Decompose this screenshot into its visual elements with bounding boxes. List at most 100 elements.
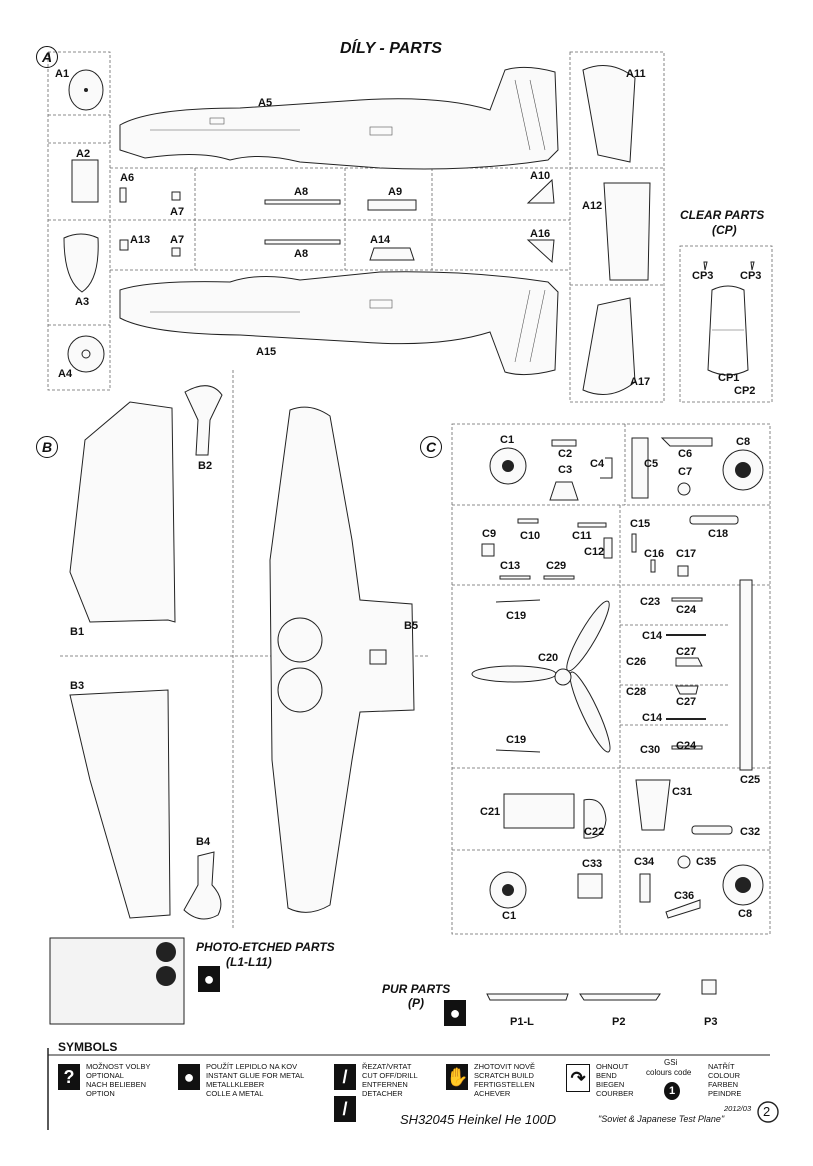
label-c6: C6 (678, 448, 693, 460)
page-number: 2 (763, 1104, 771, 1119)
label-cp3-left: CP3 (692, 270, 714, 282)
gsi-label: GSi (664, 1058, 678, 1067)
part-c20 (471, 600, 611, 753)
part-c25 (739, 579, 753, 771)
part-c31 (635, 779, 671, 831)
part-c34 (639, 873, 651, 903)
label-c21: C21 (480, 806, 501, 818)
part-c19-top (495, 599, 541, 603)
part-c27-top (675, 657, 703, 667)
part-a7-bottom (171, 247, 181, 257)
part-c16 (650, 559, 656, 573)
label-c24-bottom: C24 (676, 740, 697, 752)
label-p1: P1-L (510, 1016, 534, 1028)
label-a12: A12 (582, 200, 603, 212)
label-p2: P2 (612, 1016, 626, 1028)
label-a5: A5 (258, 97, 273, 109)
pur-part-p2 (579, 993, 661, 1001)
hand-icon: ✋ (446, 1064, 468, 1090)
label-c1-top: C1 (500, 434, 515, 446)
bend-icon: ↷ (566, 1064, 590, 1092)
label-c30: C30 (640, 744, 661, 756)
label-a3: A3 (75, 296, 90, 308)
label-a8-bottom: A8 (294, 248, 309, 260)
label-b3: B3 (70, 680, 85, 692)
label-a15: A15 (256, 346, 277, 358)
label-c32: C32 (740, 826, 761, 838)
part-a16 (526, 239, 555, 264)
label-c3: C3 (558, 464, 573, 476)
part-c9 (481, 543, 495, 557)
sprue-b-marker: B (36, 436, 58, 458)
label-a17: A17 (630, 376, 651, 388)
label-c7: C7 (678, 466, 693, 478)
part-a3 (63, 233, 99, 293)
part-c33 (577, 873, 603, 899)
label-c27-bottom: C27 (676, 696, 697, 708)
label-p3: P3 (704, 1016, 718, 1028)
label-a13: A13 (130, 234, 151, 246)
label-a11: A11 (626, 68, 646, 80)
label-a4: A4 (58, 368, 73, 380)
label-a14: A14 (370, 234, 391, 246)
label-cp2: CP2 (734, 385, 756, 397)
photo-etched-subtitle: (L1-L11) (226, 955, 272, 969)
symbol-glue-text: POUŽÍT LEPIDLO NA KOV INSTANT GLUE FOR M… (206, 1062, 305, 1098)
label-c26: C26 (626, 656, 647, 668)
pur-parts-subtitle: (P) (408, 996, 424, 1010)
part-c32 (691, 825, 733, 835)
label-a2: A2 (76, 148, 91, 160)
label-b2: B2 (198, 460, 213, 472)
sprue-a-right-frame (569, 51, 665, 403)
cut-icon: / (334, 1064, 356, 1090)
part-c35 (677, 855, 691, 869)
part-a17 (582, 297, 636, 395)
part-c10 (517, 518, 539, 524)
label-cp1: CP1 (718, 372, 740, 384)
sprue-a-left-frame (47, 51, 111, 391)
part-c15 (631, 533, 637, 553)
label-c2: C2 (558, 448, 573, 460)
question-icon: ? (58, 1064, 80, 1090)
part-a13 (119, 239, 129, 251)
part-cp3-left (703, 261, 708, 271)
part-c11 (577, 522, 607, 528)
part-c24-top (671, 597, 703, 602)
label-c36: C36 (674, 890, 695, 902)
label-a8-top: A8 (294, 186, 309, 198)
label-c16: C16 (644, 548, 665, 560)
fuselage-half-a5 (119, 66, 559, 170)
label-c13: C13 (500, 560, 521, 572)
page-number-circle (757, 1101, 779, 1123)
part-c14-top (666, 634, 706, 636)
label-c22: C22 (584, 826, 605, 838)
label-c35: C35 (696, 856, 717, 868)
pur-parts-title: PUR PARTS (382, 982, 451, 996)
label-c10: C10 (520, 530, 541, 542)
part-b5 (269, 406, 415, 913)
label-c5: C5 (644, 458, 659, 470)
part-c22 (583, 798, 607, 839)
label-c25: C25 (740, 774, 761, 786)
label-b4: B4 (196, 836, 211, 848)
part-cp1 (707, 285, 749, 376)
part-c27-bottom (675, 685, 699, 695)
symbol-scratch-text: ZHOTOVIT NOVĚ SCRATCH BUILD FERTIGSTELLE… (474, 1062, 535, 1098)
part-a7-top (171, 191, 181, 201)
part-b4 (183, 851, 222, 920)
footer-subtitle: "Soviet & Japanese Test Plane" (598, 1114, 725, 1124)
part-a8-bottom (264, 239, 341, 245)
label-c24-top: C24 (676, 604, 697, 616)
part-c2 (551, 439, 577, 447)
label-c23: C23 (640, 596, 661, 608)
label-c29: C29 (546, 560, 567, 572)
label-c14-bottom: C14 (642, 712, 663, 724)
label-c15: C15 (630, 518, 651, 530)
part-a12 (603, 182, 651, 281)
sprue-a-marker: A (36, 46, 58, 68)
label-c33: C33 (582, 858, 603, 870)
label-a7-top: A7 (170, 206, 185, 218)
label-a9: A9 (388, 186, 403, 198)
label-c27-top: C27 (676, 646, 697, 658)
